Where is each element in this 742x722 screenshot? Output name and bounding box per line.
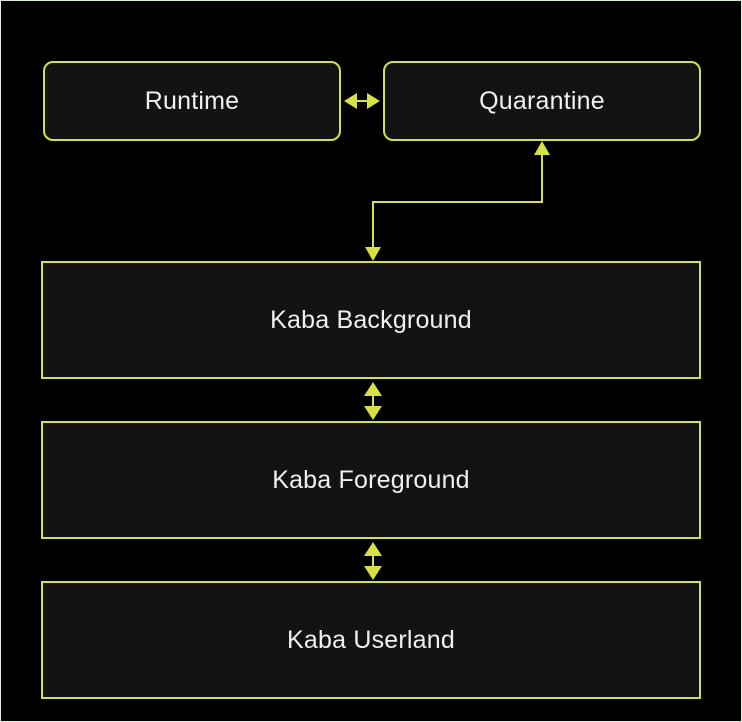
edge-foreground-userland xyxy=(364,542,382,580)
node-runtime-label: Runtime xyxy=(144,86,240,115)
arrowhead-up-icon xyxy=(364,542,382,556)
node-kaba-foreground-label: Kaba Foreground xyxy=(272,465,470,494)
arrowhead-right-icon xyxy=(367,93,380,109)
node-kaba-userland-label: Kaba Userland xyxy=(287,625,455,654)
arrowhead-up-icon xyxy=(534,141,550,155)
arrowhead-down-icon xyxy=(365,247,381,261)
edge-runtime-quarantine xyxy=(344,93,380,109)
edge-line xyxy=(372,153,543,248)
node-quarantine: Quarantine xyxy=(383,61,701,141)
arrowhead-down-icon xyxy=(364,566,382,580)
edge-background-foreground xyxy=(364,382,382,420)
node-quarantine-label: Quarantine xyxy=(479,86,605,115)
node-kaba-userland: Kaba Userland xyxy=(41,581,701,699)
arrowhead-left-icon xyxy=(344,93,357,109)
node-kaba-foreground: Kaba Foreground xyxy=(41,421,701,539)
arrowhead-down-icon xyxy=(364,406,382,420)
arrowhead-up-icon xyxy=(364,382,382,396)
edge-quarantine-background xyxy=(365,141,550,261)
node-runtime: Runtime xyxy=(43,61,341,141)
node-kaba-background: Kaba Background xyxy=(41,261,701,379)
node-kaba-background-label: Kaba Background xyxy=(270,305,472,334)
